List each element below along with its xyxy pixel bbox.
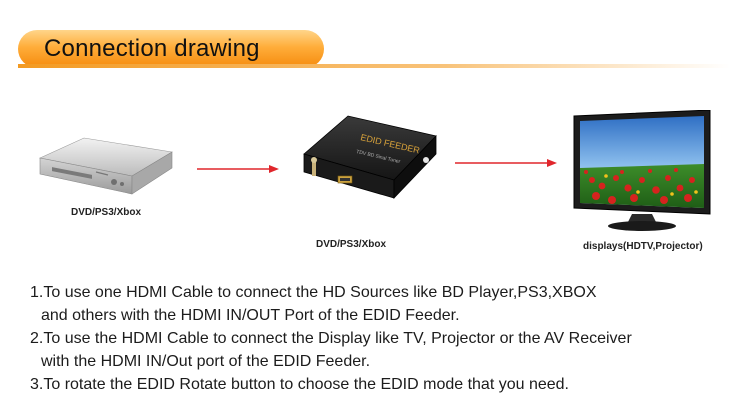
display-caption: displays(HDTV,Projector) [583, 241, 703, 252]
connection-arrow-2 [455, 159, 557, 167]
instruction-line: 3.To rotate the EDID Rotate button to ch… [30, 376, 569, 393]
instruction-line: with the HDMI IN/Out port of the EDID Fe… [41, 353, 371, 370]
instruction-line: and others with the HDMI IN/OUT Port of … [41, 307, 460, 324]
section-header: Connection drawing [18, 30, 324, 68]
section-title: Connection drawing [44, 35, 260, 62]
hdtv-display-image [573, 110, 711, 231]
header-divider [18, 64, 730, 68]
instruction-line: 2.To use the HDMI Cable to connect the D… [30, 330, 632, 347]
dvd-caption: DVD/PS3/Xbox [71, 207, 142, 218]
feeder-caption: DVD/PS3/Xbox [316, 239, 387, 250]
dvd-player-image [39, 137, 173, 195]
edid-feeder-image: EDID FEEDER TDV BD Sinal Tuner [303, 115, 437, 199]
instruction-line: 1.To use one HDMI Cable to connect the H… [30, 284, 597, 301]
connection-arrow-1 [197, 165, 279, 173]
instructions-list: 1.To use one HDMI Cable to connect the H… [30, 281, 730, 396]
